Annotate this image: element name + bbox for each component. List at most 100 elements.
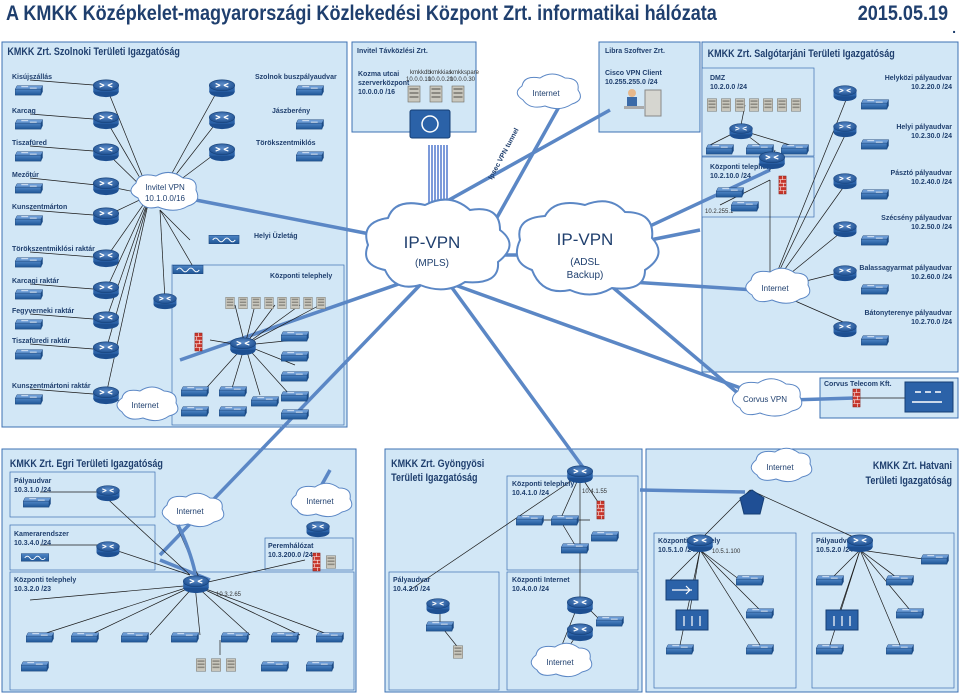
switch-dmz-1 (705, 144, 735, 155)
gyongyos-content: KMKK Zrt. Gyöngyösi Területi Igazgatóság… (391, 458, 625, 659)
switch-szolnok-e (280, 409, 310, 420)
szolnok-title: KMKK Zrt. Szolnoki Területi Igazgatóság (7, 46, 180, 58)
switch-hatvan-4 (745, 644, 775, 655)
server-szolnok-7 (303, 296, 313, 310)
site-kisujszallas: Kisújszállás (12, 74, 52, 81)
adsl-label: IP-VPN (557, 230, 614, 249)
switch-gyongyos-3 (590, 531, 620, 542)
cloud-mpls: IP-VPN (MPLS) (365, 198, 511, 291)
corvus-vpn-label: Corvus VPN (743, 395, 787, 404)
switch-karcag (14, 119, 44, 130)
szolnok-internet-label: Internet (131, 401, 159, 410)
cloud-corvus-vpn: Corvus VPN (732, 378, 803, 417)
router-kunszentmarton (92, 207, 120, 226)
corvus-content: Corvus Telecom Kft. (824, 381, 954, 413)
switch-hatvan-5 (815, 575, 845, 586)
cloud-hatvan-internet: Internet (750, 447, 813, 483)
switch-szolnok-c (280, 371, 310, 382)
lock-icon (421, 115, 439, 133)
site-helyi-uzletag: Helyi Üzletág (254, 231, 298, 240)
site-kunszentmartoni-raktar: Kunszentmártoni raktár (12, 383, 91, 390)
invitel-vpn-net: 10.1.0.0/16 (145, 194, 186, 203)
router-kisujszallas (92, 79, 120, 98)
router-eger-central (182, 575, 210, 594)
cloud-gyongyos-internet: Internet (530, 642, 593, 678)
switch-helyi (860, 139, 890, 150)
salgo-title: KMKK Zrt. Salgótarjáni Területi Igazgató… (708, 48, 895, 60)
switch-torok-raktar (14, 257, 44, 268)
cloud-salgo-internet: Internet (745, 267, 811, 304)
router-gyongyos-inet-b (566, 623, 594, 642)
salgo-dmz: DMZ (710, 75, 726, 82)
mpls-label: IP-VPN (404, 233, 461, 252)
gyongyos-title1: KMKK Zrt. Gyöngyösi (391, 458, 484, 470)
eger-internet1-label: Internet (176, 507, 204, 516)
router-gyongyos-core (566, 465, 594, 484)
invitel-hub2: szerverközpont (358, 80, 410, 87)
salgo-content: KMKK Zrt. Salgótarjáni Területi Igazgató… (705, 48, 952, 346)
eger-gw-ip: 10.3.2.65 (216, 592, 242, 598)
gyongyos-site-0: Központi telephely (512, 481, 574, 488)
switch-hatvan-3 (665, 644, 695, 655)
server-name-2: kmkkspare (450, 70, 480, 76)
switch-szolnok-buszpu (295, 85, 325, 96)
router-eger-pu (95, 485, 121, 502)
internet-top-label: Internet (532, 89, 560, 98)
server-dmz-3 (734, 98, 746, 112)
switch-szolnok-h (180, 406, 210, 417)
salgo-gw-ip: 10.2.255.1 (705, 209, 734, 215)
server-ip-0: 10.0.0.10 (406, 77, 432, 83)
salgo-site-2-net: 10.2.40.0 /24 (911, 179, 952, 186)
site-torokszentmiklos: Törökszentmiklós (256, 140, 316, 147)
switch-torokszentmiklos (295, 151, 325, 162)
eger-site-1: Kameraren­dszer (14, 531, 69, 538)
router-karcag (92, 111, 120, 130)
server-szolnok-2 (238, 296, 248, 310)
switch-tiszafured (14, 151, 44, 162)
router-helyi (832, 121, 858, 138)
switch-dmz-3 (780, 144, 810, 155)
switch-batonyterenye (860, 335, 890, 346)
salgo-site-0-net: 10.2.20.0 /24 (911, 84, 952, 91)
switch-eger-5 (220, 632, 250, 643)
server-dmz-2 (720, 98, 732, 112)
router-hatvan-pu (846, 534, 874, 553)
switch-kunszentmarton-raktar (14, 394, 44, 405)
switch-hatvan-7 (895, 608, 925, 619)
switch-balassagyarmat (860, 284, 890, 295)
switch-salgo-central (715, 187, 745, 198)
switch-karcag-raktar (14, 289, 44, 300)
hatvan-site-0-net: 10.5.1.0 /24 (658, 547, 695, 554)
server-eger-3 (225, 658, 237, 672)
switch-mezotur (14, 183, 44, 194)
gyongyos-site-0-net: 10.4.1.0 /24 (512, 490, 549, 497)
site-kozponti-telephely: Központi telephely (270, 273, 332, 280)
server-gyongyos-pu (452, 645, 464, 659)
router-szecseny (832, 221, 858, 238)
eger-title: KMKK Zrt. Egri Területi Igazgatóság (10, 458, 163, 470)
salgo-site-1: Helyi pályaudvar (896, 124, 952, 131)
switch-gyongyos-inet (595, 616, 625, 627)
switch-szolnok-a (280, 331, 310, 342)
invitel-title: Invitel Távközlési Zrt. (357, 48, 428, 55)
site-tiszafuredi-raktar: Tiszafüredi raktár (12, 338, 71, 345)
adsl-sub2: Backup) (567, 270, 604, 281)
switch-kisujszallas (14, 85, 44, 96)
switch-szolnok-g (218, 386, 248, 397)
arrow-icon (672, 585, 692, 595)
server-szolnok-1 (225, 296, 235, 310)
gyongyos-gw-ip: 10.4.1.55 (582, 489, 608, 495)
szolnok-content: KMKK Zrt. Szolnoki Területi Igazgatóság … (7, 46, 337, 420)
router-hatvan-central (686, 534, 714, 553)
salgo-site-5: Bátonyterenye pályaudvar (864, 310, 952, 317)
switch-eger-4 (170, 632, 200, 643)
server-szolnok-4 (264, 296, 274, 310)
switch-szolnok-b (280, 351, 310, 362)
salgo-central: Központi telephely (710, 164, 772, 171)
server-szolnok-5 (277, 296, 287, 310)
server-kmkkspare (451, 85, 465, 103)
site-karcag: Karcag (12, 108, 36, 115)
switch-eger-6 (270, 632, 300, 643)
mpls-sub: (MPLS) (415, 258, 449, 269)
